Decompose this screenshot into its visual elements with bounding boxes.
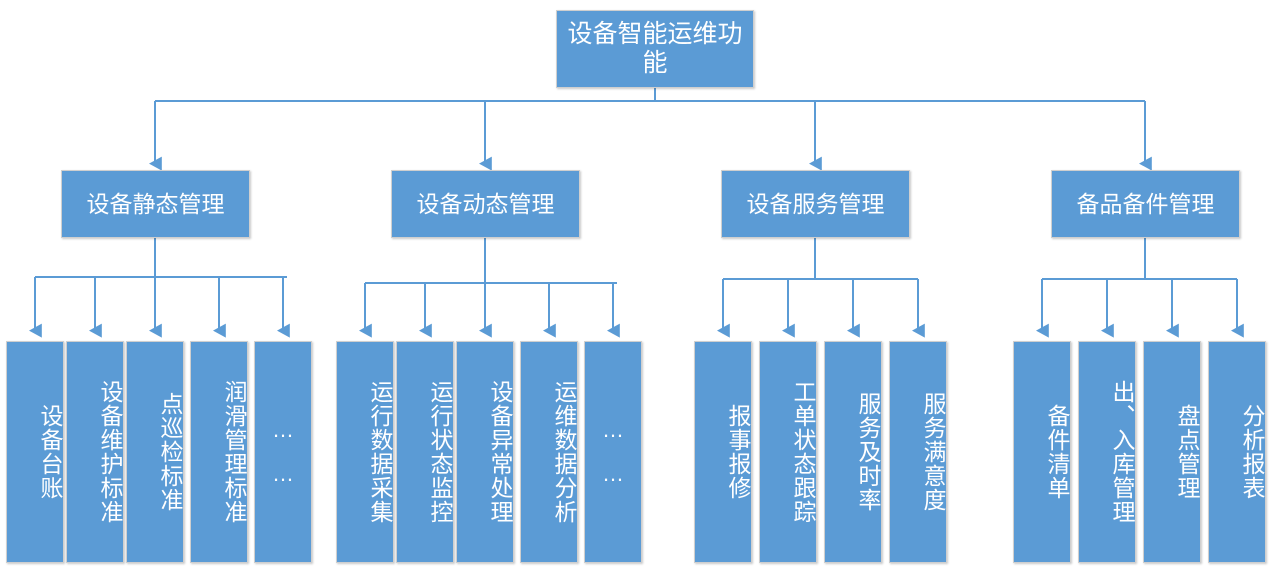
node-branch-3[interactable]: 设备服务管理	[721, 170, 910, 238]
leaf-b1-1[interactable]: 设备台账	[6, 341, 64, 563]
node-branch-2[interactable]: 设备动态管理	[391, 170, 580, 238]
leaf-b2-5-label: … …	[602, 417, 624, 486]
leaf-b2-5-ellipsis[interactable]: … …	[584, 341, 642, 563]
leaf-b4-3[interactable]: 盘点管理	[1143, 341, 1201, 563]
leaf-b2-2[interactable]: 运行状态监控	[396, 341, 454, 563]
leaf-b3-1[interactable]: 报事报修	[694, 341, 752, 563]
leaf-b1-3[interactable]: 点巡检标准	[126, 341, 184, 563]
leaf-b4-2-label: 出、入库管理	[1109, 380, 1135, 524]
leaf-b2-2-label: 运行状态监控	[427, 380, 453, 524]
leaf-b3-3[interactable]: 服务及时率	[824, 341, 882, 563]
leaf-b4-3-label: 盘点管理	[1174, 404, 1200, 500]
leaf-b2-4[interactable]: 运维数据分析	[520, 341, 578, 563]
leaf-b3-2[interactable]: 工单状态跟踪	[759, 341, 817, 563]
leaf-b4-2[interactable]: 出、入库管理	[1078, 341, 1136, 563]
leaf-b2-1[interactable]: 运行数据采集	[336, 341, 394, 563]
leaf-b4-4[interactable]: 分析报表	[1208, 341, 1266, 563]
node-branch-4[interactable]: 备品备件管理	[1051, 170, 1240, 238]
leaf-b2-3[interactable]: 设备异常处理	[456, 341, 514, 563]
node-branch-3-label: 设备服务管理	[746, 190, 885, 217]
leaf-b4-1-label: 备件清单	[1044, 404, 1070, 500]
leaf-b1-3-label: 点巡检标准	[157, 392, 183, 512]
node-branch-1[interactable]: 设备静态管理	[61, 170, 250, 238]
leaf-b1-4[interactable]: 润滑管理标准	[190, 341, 248, 563]
leaf-b2-1-label: 运行数据采集	[367, 380, 393, 524]
leaf-b3-2-label: 工单状态跟踪	[790, 380, 816, 524]
leaf-b1-4-label: 润滑管理标准	[221, 380, 247, 524]
leaf-b2-4-label: 运维数据分析	[551, 380, 577, 524]
leaf-b1-5-ellipsis[interactable]: … …	[254, 341, 312, 563]
leaf-b1-5-label: … …	[272, 417, 294, 486]
leaf-b1-2-label: 设备维护标准	[97, 380, 123, 524]
leaf-b4-4-label: 分析报表	[1239, 404, 1265, 500]
leaf-b2-3-label: 设备异常处理	[487, 380, 513, 524]
node-root[interactable]: 设备智能运维功能	[556, 10, 754, 88]
leaf-b3-4[interactable]: 服务满意度	[889, 341, 947, 563]
leaf-b1-1-label: 设备台账	[37, 404, 63, 500]
leaf-b1-2[interactable]: 设备维护标准	[66, 341, 124, 563]
node-branch-4-label: 备品备件管理	[1076, 190, 1215, 217]
leaf-b3-1-label: 报事报修	[725, 404, 751, 500]
node-branch-1-label: 设备静态管理	[86, 190, 225, 217]
leaf-b4-1[interactable]: 备件清单	[1013, 341, 1071, 563]
leaf-b3-3-label: 服务及时率	[855, 392, 881, 512]
leaf-b3-4-label: 服务满意度	[920, 392, 946, 512]
node-root-label: 设备智能运维功能	[567, 20, 743, 77]
node-branch-2-label: 设备动态管理	[416, 190, 555, 217]
